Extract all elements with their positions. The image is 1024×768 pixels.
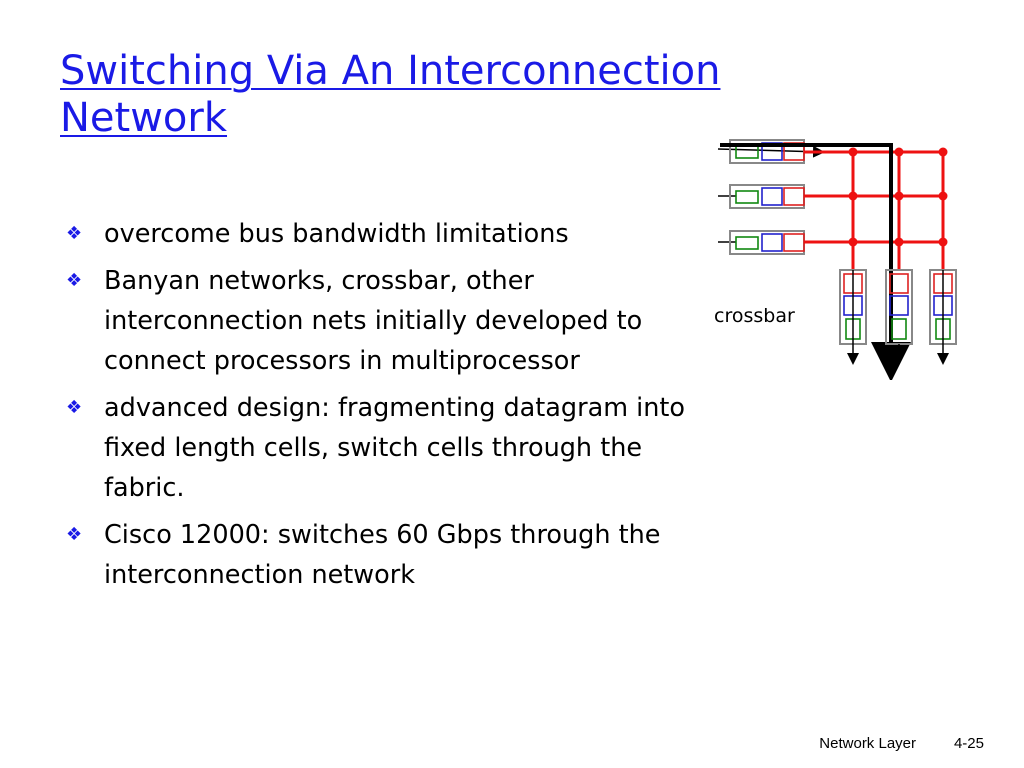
- diamond-bullet-icon: ❖: [66, 223, 83, 244]
- bullet-list: ❖ overcome bus bandwidth limitations ❖ B…: [64, 214, 714, 602]
- crossbar-diagram: crossbar: [714, 139, 957, 380]
- bullet-item: ❖ Cisco 12000: switches 60 Gbps through …: [64, 515, 714, 595]
- bullet-item: ❖ overcome bus bandwidth limitations: [64, 214, 714, 254]
- bullet-item: ❖ Banyan networks, crossbar, other inter…: [64, 261, 714, 381]
- diamond-bullet-icon: ❖: [66, 397, 83, 418]
- switching-path: [720, 143, 911, 380]
- footer-section: Network Layer: [819, 735, 916, 752]
- title-line-2: Network: [60, 95, 228, 142]
- diamond-bullet-icon: ❖: [66, 270, 83, 291]
- diamond-bullet-icon: ❖: [66, 524, 83, 545]
- bullet-text: overcome bus bandwidth limitations: [104, 219, 569, 249]
- crossbar-grid: [804, 147, 948, 270]
- output-port-2: [885, 269, 913, 365]
- crossbar-label: crossbar: [714, 305, 795, 327]
- input-port-2: [718, 184, 805, 209]
- output-port-1: [839, 269, 867, 365]
- bullet-item: ❖ advanced design: fragmenting datagram …: [64, 388, 714, 508]
- bullet-text: Cisco 12000: switches 60 Gbps through th…: [104, 520, 661, 590]
- bullet-text: Banyan networks, crossbar, other interco…: [104, 266, 643, 376]
- bullet-text: advanced design: fragmenting datagram in…: [104, 393, 686, 503]
- input-port-3: [718, 230, 805, 255]
- output-port-3: [929, 269, 957, 365]
- title-line-1: Switching Via An Interconnection: [60, 48, 721, 94]
- slide-title: Switching Via An Interconnection Network: [60, 48, 800, 142]
- footer-page-number: 4-25: [953, 735, 984, 752]
